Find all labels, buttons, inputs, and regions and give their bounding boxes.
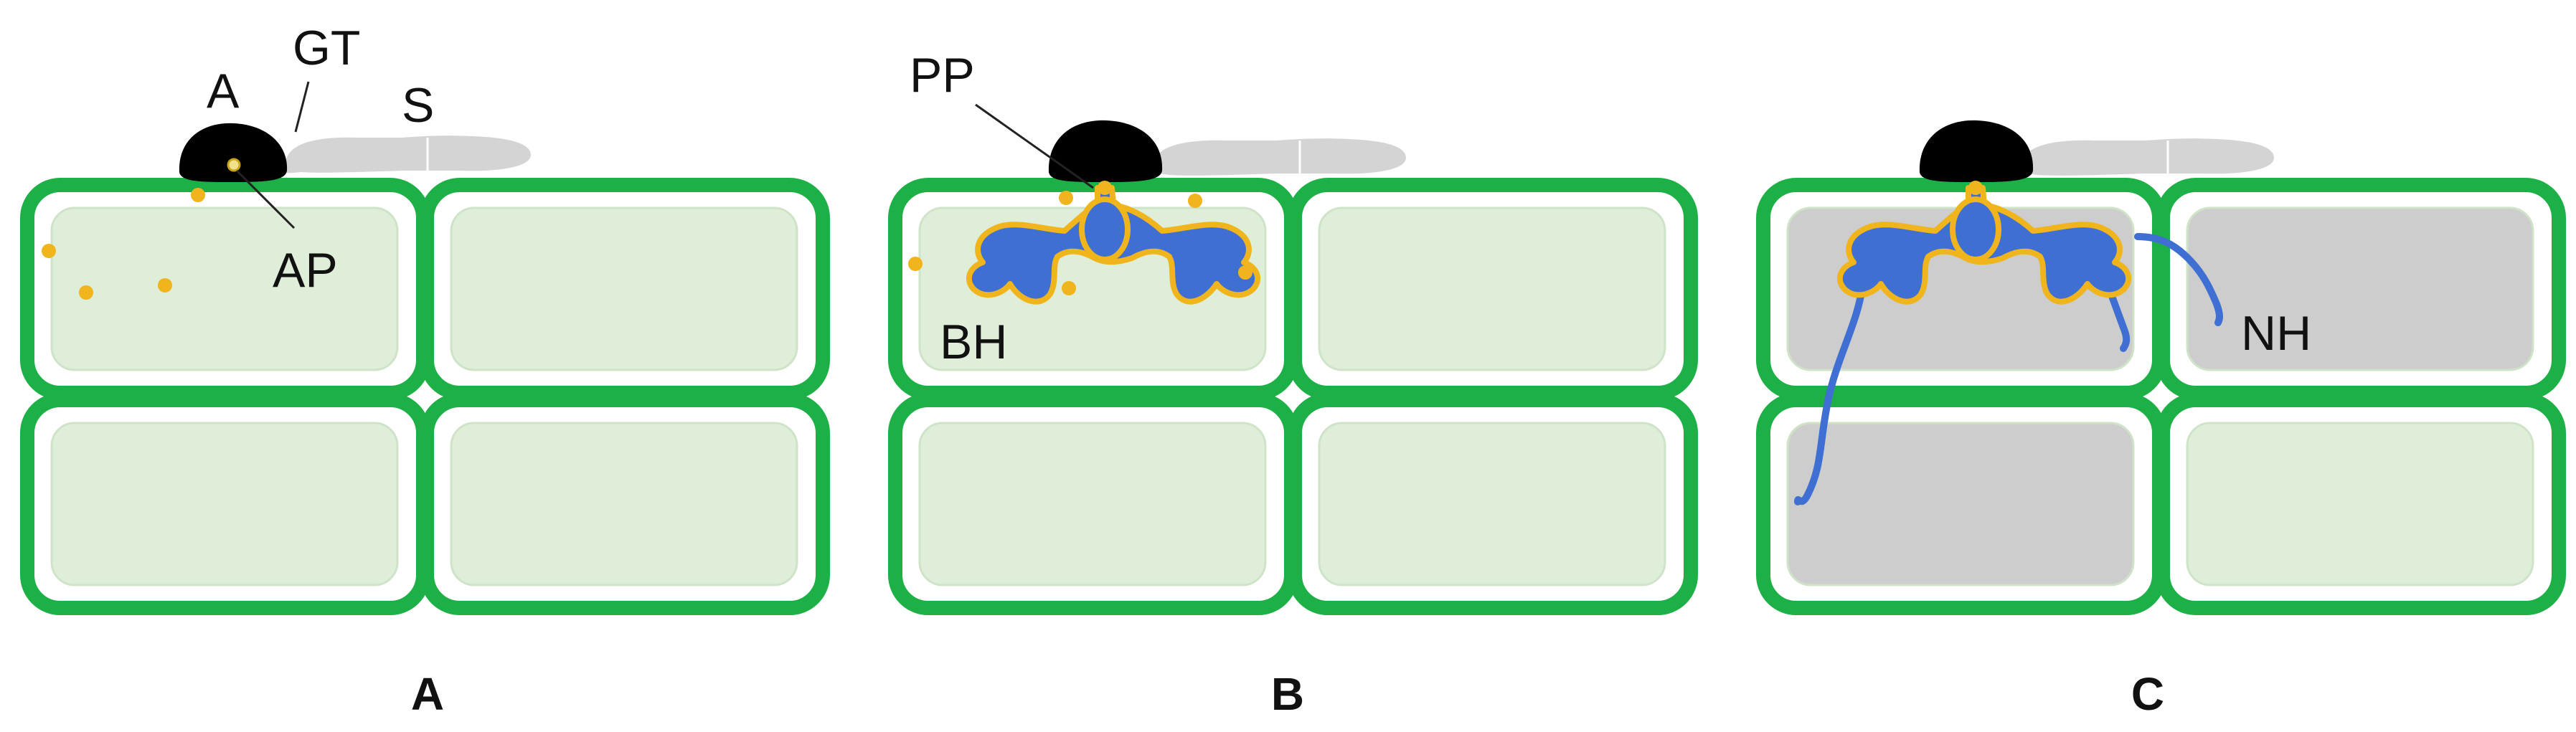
spot	[1238, 265, 1252, 280]
biotrophic-hypha	[1836, 185, 2132, 305]
panel-c: NH C	[1756, 120, 2566, 720]
spot	[1098, 181, 1112, 195]
penetration-peg	[227, 158, 241, 172]
cytoplasm	[50, 422, 399, 586]
hypha-core	[1950, 196, 2001, 262]
label-germ-tube: GT	[293, 21, 360, 75]
cytoplasm-dead	[1786, 422, 2135, 586]
cell-grid	[20, 178, 830, 615]
panel-b: PP BH B	[888, 48, 1698, 720]
spore	[273, 136, 531, 174]
spot	[42, 244, 56, 258]
cytoplasm	[1318, 422, 1666, 586]
appressorium	[179, 123, 288, 182]
spot	[1059, 191, 1073, 205]
cytoplasm	[450, 206, 798, 371]
hypha-branch	[1794, 283, 1866, 505]
penetration-spot	[1968, 181, 1983, 195]
spot	[1188, 194, 1202, 208]
label-biotrophic-hypha: BH	[940, 315, 1007, 369]
label-appressorium: A	[207, 64, 240, 118]
spot	[158, 278, 172, 293]
cytoplasm	[50, 206, 399, 371]
spore	[2021, 138, 2274, 176]
appressorium	[1048, 120, 1163, 182]
papilla-spots	[42, 188, 205, 300]
spore-shape	[2021, 138, 2274, 176]
label-penetration-peg: PP	[910, 48, 975, 103]
panel-caption: B	[1271, 668, 1304, 720]
label-necrotrophic-hypha: NH	[2241, 306, 2311, 361]
cytoplasm	[918, 422, 1267, 586]
spot	[908, 257, 923, 271]
panel-a: A GT S AP A	[20, 21, 830, 720]
hypha-branch	[2134, 233, 2223, 326]
leader-pp	[975, 103, 1094, 189]
cytoplasm	[2186, 422, 2534, 586]
spot	[1062, 281, 1076, 295]
label-penetration-peg: AP	[273, 243, 338, 298]
spot	[191, 188, 205, 202]
panel-caption: A	[411, 668, 444, 720]
hypha-core	[1079, 196, 1131, 262]
leader-gt	[294, 81, 310, 133]
cytoplasm	[1318, 206, 1666, 371]
cytoplasm-dead	[2186, 206, 2534, 371]
papilla-spots	[908, 181, 1252, 295]
biotrophic-hypha	[966, 185, 1261, 305]
cell-grid	[1756, 178, 2566, 615]
leader-ap	[235, 169, 296, 229]
label-spore: S	[402, 78, 434, 133]
cytoplasm	[450, 422, 798, 586]
appressorium	[1919, 120, 2034, 182]
spore-shape	[285, 136, 531, 173]
panel-caption: C	[2131, 668, 2164, 720]
spore-shape	[1153, 138, 1406, 176]
spore	[1153, 138, 1406, 176]
spot	[79, 285, 93, 300]
